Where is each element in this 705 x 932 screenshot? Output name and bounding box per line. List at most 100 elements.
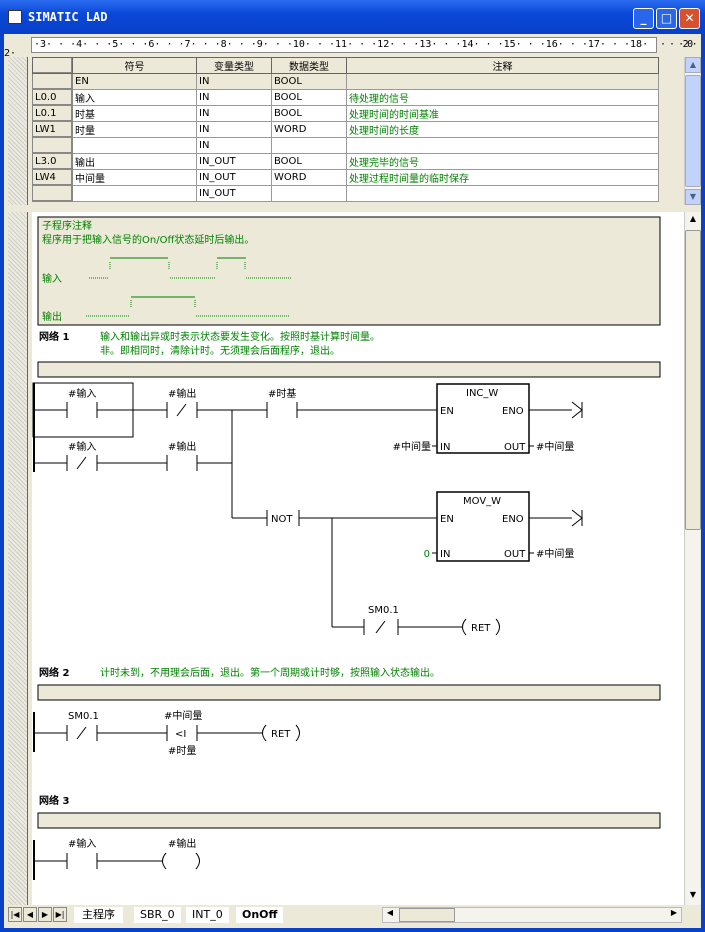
first-tab-icon[interactable]: |◀ [8,907,22,922]
scroll-up-icon[interactable]: ▲ [685,212,701,228]
symbol[interactable] [72,185,197,202]
comment[interactable]: 处理过程时间量的临时保存 [346,169,659,186]
header-symbol[interactable]: 符号 [72,57,197,74]
contact-label: SM0.1 [68,711,99,722]
contact-output-nc[interactable] [166,402,267,418]
next-tab-icon[interactable]: ▶ [38,907,52,922]
symbol[interactable]: 中间量 [72,169,197,186]
contact-input-nc[interactable] [34,455,167,471]
tab-onoff[interactable]: OnOff [236,907,284,923]
comment[interactable] [346,137,659,154]
ladder-scrollbar[interactable]: ▲ ▼ [684,212,701,905]
scroll-down-icon[interactable]: ▼ [685,189,701,205]
table-gutter [8,57,28,205]
contact-timebase-no[interactable] [266,402,437,418]
scroll-thumb[interactable] [685,230,701,530]
var-type[interactable]: IN [196,121,272,138]
var-type[interactable]: IN [196,89,272,106]
data-type[interactable]: BOOL [271,105,347,122]
scroll-thumb[interactable] [685,75,701,187]
data-type[interactable]: WORD [271,121,347,138]
tab-int0[interactable]: INT_0 [186,907,229,923]
inc-out-operand[interactable]: #中间量 [536,440,574,453]
compare-contact[interactable] [166,725,263,741]
data-type[interactable]: BOOL [271,89,347,106]
var-type[interactable]: IN_OUT [196,153,272,170]
contact-input-no[interactable] [34,853,162,869]
ladder-editor: 子程序注释 程序用于把输入信号的On/Off状态延时后输出。 输入 输出 网络 … [32,212,684,905]
contact-sm0-1-nc[interactable] [363,619,462,635]
mov-out-operand[interactable]: #中间量 [536,547,574,560]
last-tab-icon[interactable]: ▶| [53,907,67,922]
var-type[interactable]: IN [196,73,272,90]
inc-w-box[interactable]: INC_W EN ENO IN OUT [432,383,583,454]
subroutine-comment-box[interactable] [37,216,661,326]
scroll-right-icon[interactable]: ▶ [670,908,678,917]
var-type[interactable]: IN_OUT [196,169,272,186]
scroll-left-icon[interactable]: ◀ [386,908,394,917]
compare-operator: <I [175,729,186,740]
inc-in-operand[interactable]: #中间量 [393,440,431,453]
data-type[interactable] [271,185,347,202]
ret-coil[interactable] [462,618,500,636]
data-type[interactable] [271,137,347,154]
network-1-title-box[interactable] [37,361,661,378]
data-type[interactable]: BOOL [271,153,347,170]
symbol[interactable]: 时量 [72,121,197,138]
horizontal-scrollbar[interactable]: ◀ ▶ [382,907,682,923]
ret-coil[interactable] [262,724,300,742]
scroll-down-icon[interactable]: ▼ [685,888,701,904]
comment[interactable]: 处理时间的长度 [346,121,659,138]
network-2-title-box[interactable] [37,684,661,701]
h-scroll-thumb[interactable] [399,908,455,922]
scroll-up-icon[interactable]: ▲ [685,57,701,73]
network-3-title-box[interactable] [37,812,661,829]
mov-w-box[interactable]: MOV_W EN ENO IN OUT [432,491,583,562]
prev-tab-icon[interactable]: ◀ [23,907,37,922]
table-scrollbar[interactable]: ▲ ▼ [684,57,701,205]
eno-arrow-icon [432,401,583,447]
mov-in-operand[interactable]: 0 [424,549,430,560]
contact-input-no[interactable] [34,402,167,418]
comment[interactable]: 待处理的信号 [346,89,659,106]
symbol[interactable]: 输入 [72,89,197,106]
tab-main[interactable]: 主程序 [74,907,123,923]
table-row[interactable]: IN_OUT [32,185,659,202]
var-type[interactable]: IN [196,105,272,122]
header-data-type[interactable]: 数据类型 [271,57,347,74]
table-row[interactable]: IN [32,137,659,154]
comment[interactable]: 处理时间的时间基准 [346,105,659,122]
en-pin: EN [440,406,454,417]
symbol[interactable] [72,137,197,154]
tab-sbr0[interactable]: SBR_0 [134,907,181,923]
contact-output-no[interactable] [166,410,267,519]
minimize-button[interactable]: _ [633,8,654,29]
var-type[interactable]: IN_OUT [196,185,272,202]
header-cell [32,57,73,74]
maximize-button[interactable]: □ [656,8,677,29]
symbol[interactable]: 时基 [72,105,197,122]
comment[interactable]: 处理完毕的信号 [346,153,659,170]
header-var-type[interactable]: 变量类型 [196,57,272,74]
ladder-diagram: 子程序注释 程序用于把输入信号的On/Off状态延时后输出。 输入 输出 网络 … [32,216,661,880]
comment[interactable] [346,185,659,202]
comment[interactable] [346,73,659,90]
var-type[interactable]: IN [196,137,272,154]
close-button[interactable]: ✕ [679,8,700,29]
editor-client: 2· ·3· · ·4· · ·5· · ·6· · ·7· · ·8· · ·… [4,34,701,928]
not-contact[interactable] [266,510,437,628]
symbol[interactable]: 输出 [72,153,197,170]
header-comment[interactable]: 注释 [346,57,659,74]
output-coil[interactable] [162,852,200,870]
data-type[interactable]: WORD [271,169,347,186]
symbol[interactable]: EN [72,73,197,90]
contact-sm0-1-nc[interactable] [34,725,167,741]
address: LW1 [32,121,73,138]
data-type[interactable]: BOOL [271,73,347,90]
